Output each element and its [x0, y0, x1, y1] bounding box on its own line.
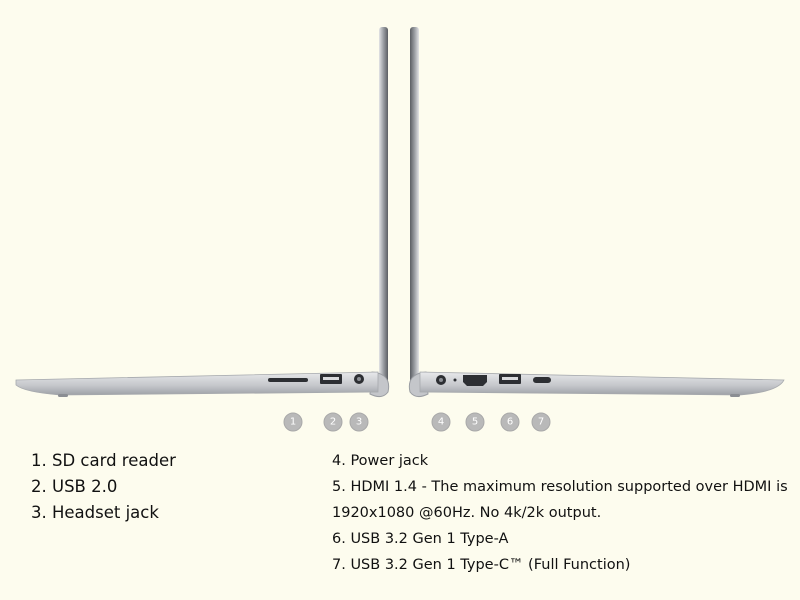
- left-laptop-foot: [58, 394, 68, 397]
- legend-item-usb-c: 7. USB 3.2 Gen 1 Type-C™ (Full Function): [332, 557, 631, 573]
- legend-item-hdmi-note: 1920x1080 @60Hz. No 4k/2k output.: [332, 505, 602, 521]
- callout-7: 7: [531, 412, 551, 432]
- svg-text:2: 2: [330, 417, 336, 428]
- legend-item-headset-jack: 3. Headset jack: [31, 503, 159, 522]
- left-laptop-lid: [379, 27, 388, 387]
- callout-4: 4: [431, 412, 451, 432]
- right-laptop-foot: [730, 394, 740, 397]
- svg-text:6: 6: [507, 417, 513, 428]
- svg-text:3: 3: [356, 417, 362, 428]
- svg-text:1: 1: [290, 417, 296, 428]
- legend-item-hdmi: 5. HDMI 1.4 - The maximum resolution sup…: [332, 479, 788, 495]
- svg-text:7: 7: [538, 417, 544, 428]
- legend-item-power-jack: 4. Power jack: [332, 453, 429, 469]
- right-laptop-lid: [410, 27, 419, 387]
- usb-c-port-icon: [533, 377, 551, 383]
- laptop-side-views: 1 2 3 4 5 6 7: [15, 27, 785, 432]
- port-legend-right: 4. Power jack 5. HDMI 1.4 - The maximum …: [332, 448, 788, 578]
- callout-3: 3: [349, 412, 369, 432]
- laptop-illustration: 1 2 3 4 5 6 7: [15, 27, 785, 432]
- right-laptop: [408, 27, 785, 398]
- svg-text:5: 5: [472, 417, 478, 428]
- legend-item-sd-card-reader: 1. SD card reader: [31, 451, 176, 470]
- callout-1: 1: [283, 412, 303, 432]
- callout-5: 5: [465, 412, 485, 432]
- sd-card-slot-icon: [268, 378, 308, 382]
- legend-item-usb-2: 2. USB 2.0: [31, 477, 118, 496]
- callout-2: 2: [323, 412, 343, 432]
- port-legend-left: 1. SD card reader 2. USB 2.0 3. Headset …: [31, 448, 176, 526]
- callout-6: 6: [500, 412, 520, 432]
- hdmi-port-icon: [463, 375, 487, 386]
- left-laptop: [15, 27, 390, 398]
- left-laptop-base: [15, 371, 379, 396]
- legend-item-usb-a: 6. USB 3.2 Gen 1 Type-A: [332, 531, 509, 547]
- svg-text:4: 4: [438, 417, 444, 428]
